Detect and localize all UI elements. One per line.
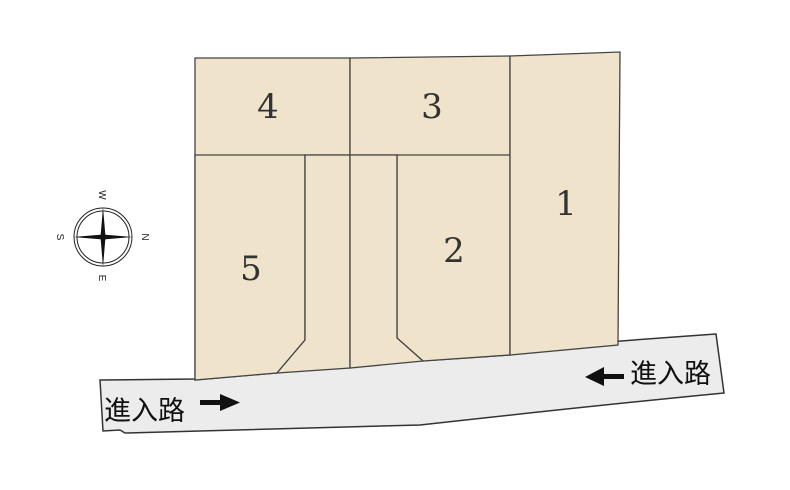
compass-s: S — [54, 234, 65, 241]
compass-e: E — [96, 275, 107, 282]
lot-3-number: 3 — [421, 87, 443, 127]
compass-icon — [73, 207, 133, 267]
lot-1[interactable] — [509, 51, 621, 356]
arrow-right-icon — [200, 394, 240, 411]
compass-w: W — [96, 190, 107, 200]
arrow-left-icon — [585, 367, 624, 386]
lot-1-number: 1 — [555, 184, 577, 224]
shared-driveway-right — [349, 154, 425, 369]
lot-2-number: 2 — [443, 231, 465, 271]
compass-n: N — [139, 233, 150, 240]
lot-5-number: 5 — [240, 249, 262, 289]
road-label-right: 進入路 — [630, 359, 711, 390]
road-label-left: 進入路 — [104, 396, 185, 427]
shared-driveway-left — [275, 154, 351, 374]
lot-4-number: 4 — [257, 87, 279, 127]
